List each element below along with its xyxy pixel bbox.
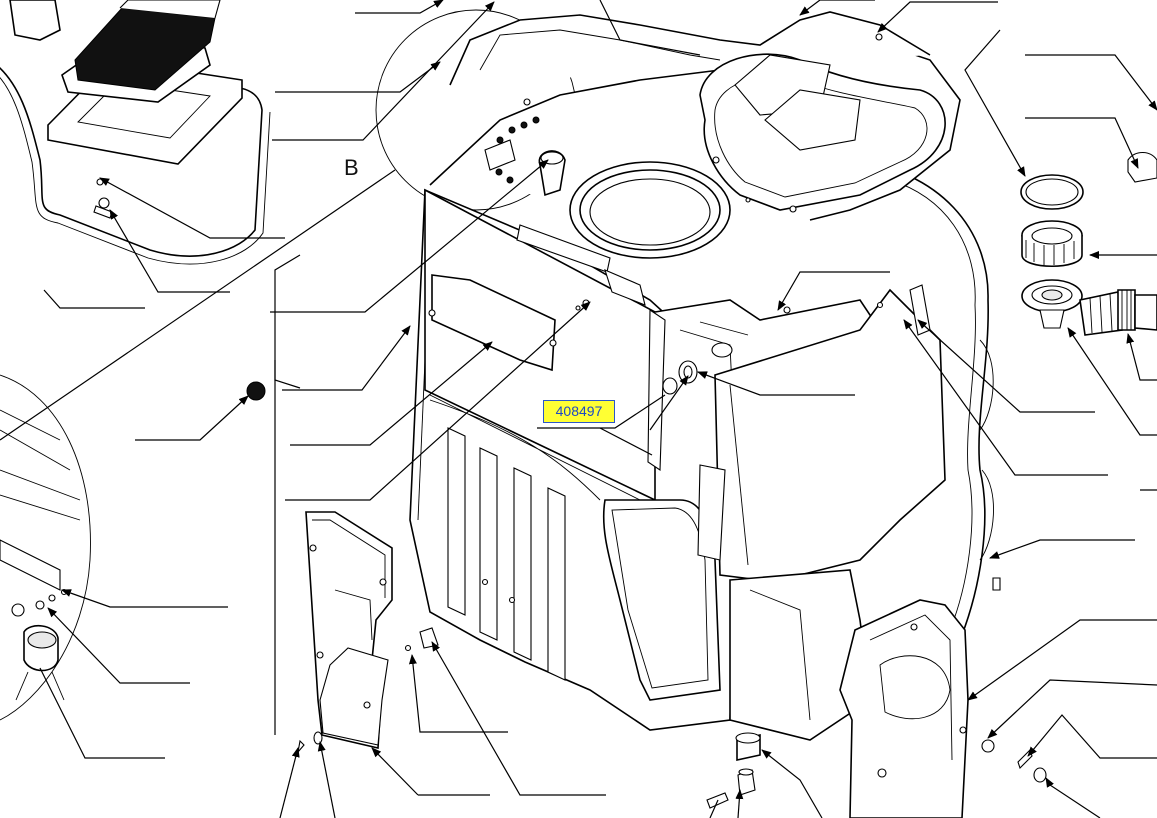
drain-fittings: [1020, 151, 1157, 336]
right-guard-panel: [839, 599, 969, 818]
bullet-marker: [246, 381, 266, 401]
front-cover-panel: [297, 511, 393, 754]
detail-circle-left: [0, 374, 91, 721]
part-number-callout[interactable]: 408497: [543, 400, 615, 423]
filter-assembly: [0, 0, 271, 265]
detail-label-b: B: [344, 155, 359, 180]
